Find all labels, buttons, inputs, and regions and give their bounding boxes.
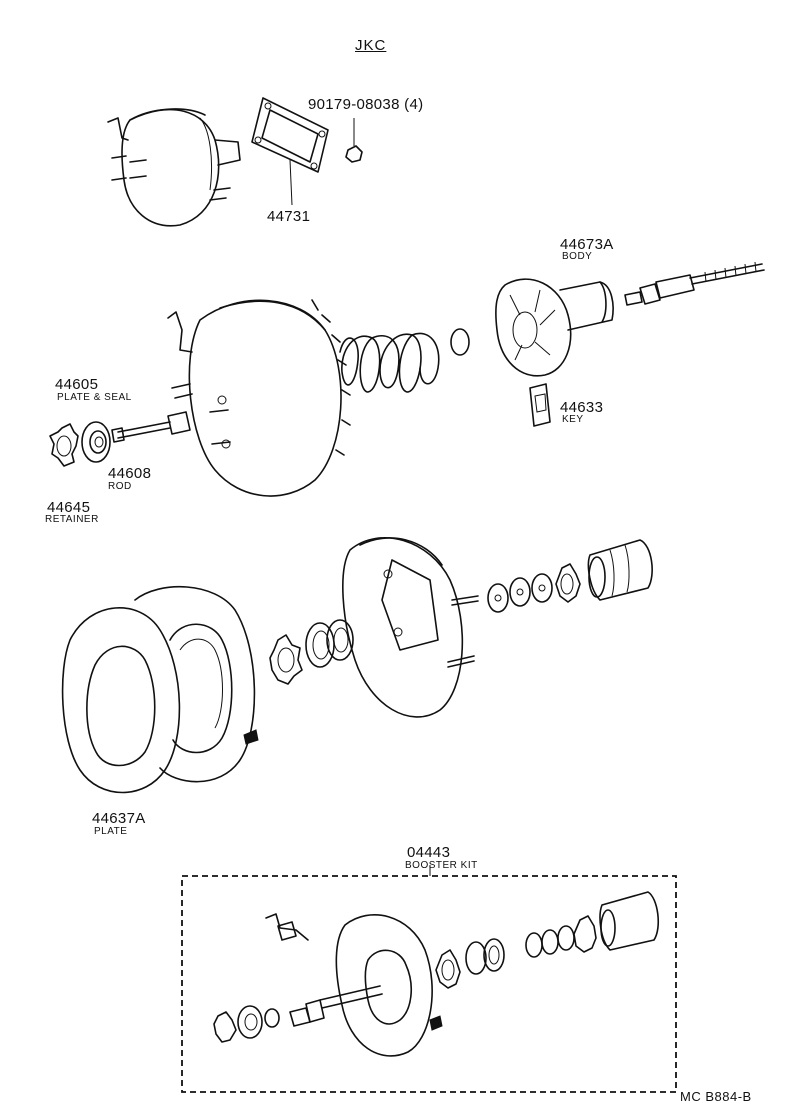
part-name-body: BODY (562, 251, 593, 262)
diagram-title: JKC (355, 37, 387, 54)
diagram-code: MC B884-B (680, 1089, 752, 1104)
part-number-44633: 44633 (560, 399, 604, 416)
return-spring (339, 332, 440, 393)
part-name-retainer: RETAINER (45, 514, 99, 525)
kit-parts (213, 891, 660, 1057)
plate-44637a (61, 585, 259, 794)
retainer-right (555, 563, 581, 603)
boot-bellows (587, 539, 653, 601)
reaction-disc (450, 328, 470, 356)
retainer-ring-mid (269, 634, 303, 685)
valve-body-44673a (495, 278, 614, 377)
retainer-44645 (49, 423, 79, 467)
key-44633 (529, 383, 551, 427)
booster-kit-box (181, 865, 677, 1093)
diaphragm-housing (342, 536, 479, 718)
part-number-04443: 04443 (407, 844, 451, 861)
plate-and-seal-44605 (81, 421, 111, 463)
nut-90179 (345, 118, 363, 163)
part-name-key: KEY (562, 414, 584, 425)
part-number-90179: 90179-08038 (4) (308, 96, 424, 113)
valve-operating-rod (624, 261, 765, 306)
seal-rings-mid (305, 619, 354, 668)
part-number-44731: 44731 (267, 208, 311, 225)
booster-assembly-small (107, 108, 241, 227)
part-name-plate-and-seal: PLATE & SEAL (57, 392, 132, 403)
push-rod-44608 (111, 411, 191, 443)
part-number-44608: 44608 (108, 465, 152, 482)
part-number-44605: 44605 (55, 376, 99, 393)
part-name-rod: ROD (108, 481, 132, 492)
booster-housing (167, 299, 351, 497)
part-name-plate: PLATE (94, 826, 128, 837)
part-number-44637a: 44637A (92, 810, 146, 827)
spacer-rings-right (487, 573, 553, 613)
part-number-44673a: 44673A (560, 236, 614, 253)
part-number-44645: 44645 (47, 499, 91, 516)
gasket-44731 (251, 97, 329, 206)
part-name-booster-kit: BOOSTER KIT (405, 860, 478, 871)
